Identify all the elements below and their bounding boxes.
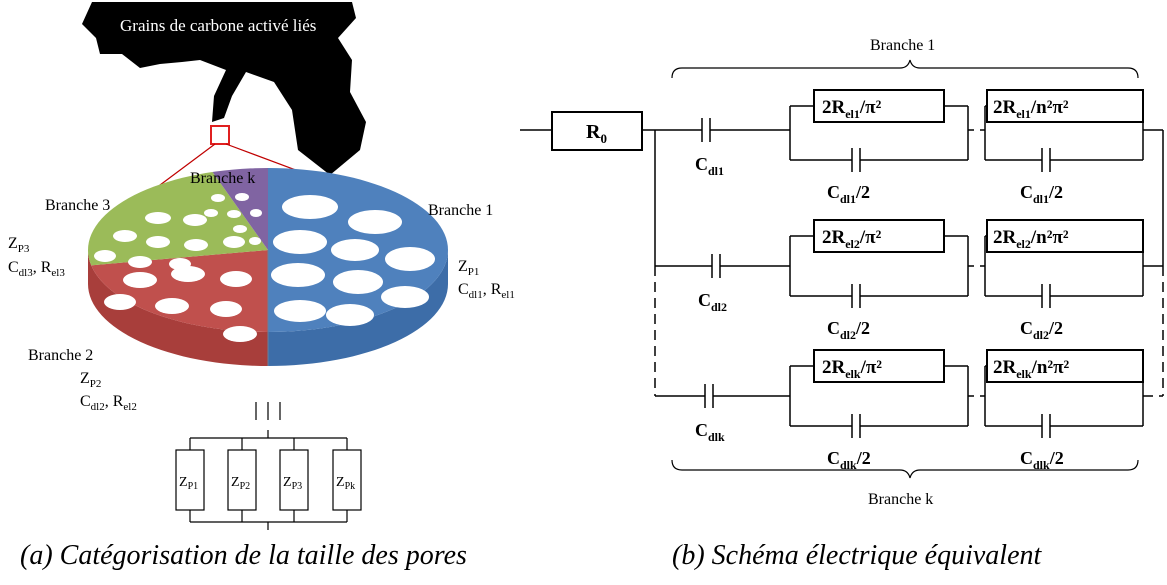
label-zp3: ZP3: [8, 235, 30, 255]
left-panel: Grains de carbone activé liés: [8, 2, 515, 530]
label-cdlk: Cdlk: [695, 420, 725, 444]
pore: [94, 250, 116, 262]
pore: [171, 266, 205, 282]
label-r-a-row-k: 2Relk/π²: [822, 357, 882, 381]
label-branche-2: Branche 2: [28, 347, 93, 364]
pore: [211, 194, 225, 202]
label-branche-k: Branche k: [868, 491, 933, 508]
pores-branch-2: [104, 266, 257, 342]
disc-side-blue: [268, 250, 448, 366]
pore: [381, 286, 429, 308]
branch-row-2: [655, 219, 1163, 308]
label-params-2: Cdl2, Rel2: [80, 393, 137, 413]
pore: [184, 239, 208, 251]
pore: [183, 214, 207, 226]
zp2-box-label: ZP2: [231, 475, 250, 492]
zp3-box-label: ZP3: [283, 475, 302, 492]
sector-branch-k: [204, 168, 268, 250]
pore: [220, 271, 252, 287]
pore: [271, 263, 325, 287]
label-c-half-a-row-k: Cdlk/2: [827, 448, 871, 472]
pore: [113, 230, 137, 242]
pore: [123, 272, 157, 288]
label-r-a-row-2: 2Rel2/π²: [822, 227, 882, 251]
pores-branch-1: [271, 195, 435, 326]
r0-label: R0: [586, 121, 607, 146]
label-cdl2: Cdl2: [698, 290, 727, 314]
pore: [282, 195, 338, 219]
pore: [333, 270, 383, 294]
pore: [233, 225, 247, 233]
parallel-symbol: [255, 402, 281, 420]
pore: [249, 237, 261, 245]
pore: [250, 209, 262, 217]
zp1-box-label: ZP1: [179, 475, 198, 492]
branch-row-1: [701, 89, 1163, 172]
zpk-box-label: ZPk: [336, 475, 355, 492]
pore: [273, 230, 327, 254]
caption-a: (a) Catégorisation de la taille des pore…: [20, 540, 467, 571]
pore: [155, 298, 189, 314]
pore: [210, 301, 242, 317]
pore: [145, 212, 171, 224]
parallel-impedance-network: [175, 430, 362, 530]
pore: [348, 210, 402, 234]
disc-side-red: [88, 250, 268, 366]
pore: [326, 304, 374, 326]
label-r-b-row-2: 2Rel2/n²π²: [993, 227, 1069, 251]
pore: [227, 210, 241, 218]
label-cdl1: Cdl1: [695, 154, 724, 178]
label-params-1: Cdl1, Rel1: [458, 281, 515, 301]
brace-top: [671, 59, 1139, 79]
pore: [223, 236, 245, 248]
right-panel: Branche 1 Branche k R0: [520, 37, 1164, 508]
figure-canvas: Grains de carbone activé liés: [8, 2, 1164, 530]
pore: [235, 193, 249, 201]
pore: [331, 239, 379, 261]
label-branche-3: Branche 3: [45, 197, 110, 214]
label-c-half-a-row-1: Cdl1/2: [827, 182, 870, 206]
pores-branch-k: [204, 193, 262, 245]
pore: [385, 247, 435, 271]
label-r-b-row-1: 2Rel1/n²π²: [993, 97, 1069, 121]
label-c-half-b-row-k: Cdlk/2: [1020, 448, 1064, 472]
label-zp1: ZP1: [458, 258, 479, 278]
label-c-half-b-row-1: Cdl1/2: [1020, 182, 1063, 206]
pore: [204, 209, 218, 217]
label-r-a-row-1: 2Rel1/π²: [822, 97, 882, 121]
pore: [223, 326, 257, 342]
label-c-half-b-row-2: Cdl2/2: [1020, 318, 1063, 342]
grain-label: Grains de carbone activé liés: [120, 16, 316, 35]
label-branche-1: Branche 1: [870, 37, 935, 54]
label-params-3: Cdl3, Rel3: [8, 259, 65, 279]
branch-row-k: [655, 349, 1163, 438]
pores-branch-3: [94, 212, 245, 270]
zoom-marker: [210, 125, 230, 145]
label-branche-k: Branche k: [190, 170, 255, 187]
label-c-half-a-row-2: Cdl2/2: [827, 318, 870, 342]
pore: [104, 294, 136, 310]
label-r-b-row-k: 2Relk/n²π²: [993, 357, 1070, 381]
brace-bottom: [671, 459, 1139, 479]
carbon-grains-shape: [82, 2, 366, 175]
pore: [146, 236, 170, 248]
label-zp2: ZP2: [80, 370, 101, 390]
pore: [169, 258, 191, 270]
pore: [128, 256, 152, 268]
label-branche-1: Branche 1: [428, 202, 493, 219]
caption-b: (b) Schéma électrique équivalent: [672, 540, 1042, 571]
pore: [274, 300, 326, 322]
r0-resistor: [551, 111, 643, 151]
